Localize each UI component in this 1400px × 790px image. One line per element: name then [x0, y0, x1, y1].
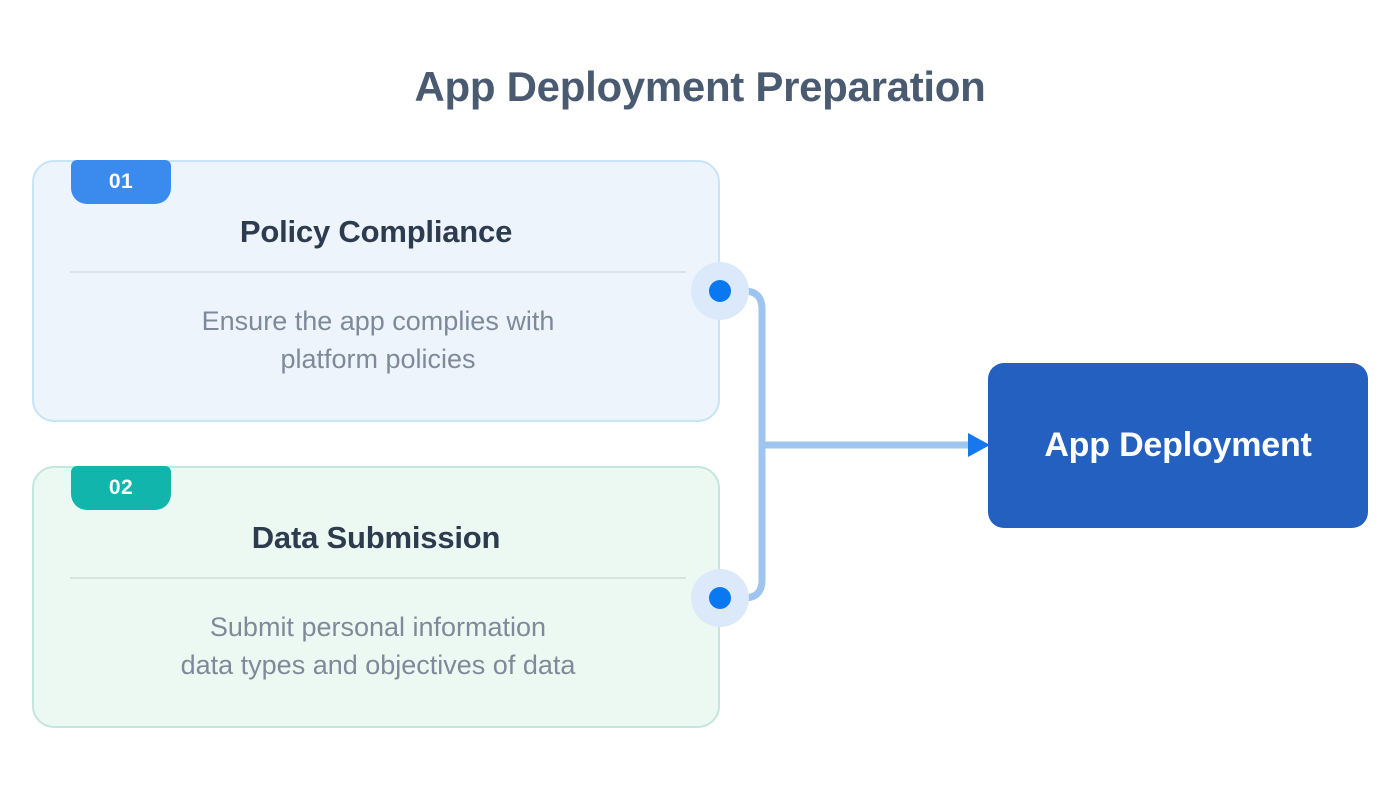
step-card-body-line: Submit personal information: [209, 612, 547, 642]
destination-box-app-deployment[interactable]: App Deployment: [988, 363, 1368, 528]
destination-label: App Deployment: [1044, 426, 1312, 464]
step-card-body-line: platform policies: [280, 344, 476, 374]
step-card-body: Ensure the app complies with platform po…: [62, 302, 694, 378]
step-card-body-line: Ensure the app complies with: [201, 306, 555, 336]
connector-node-step-2: [691, 569, 749, 627]
connector-node-step-1: [691, 262, 749, 320]
step-card-body: Submit personal information data types a…: [62, 608, 694, 684]
card-divider: [70, 271, 686, 273]
step-card-body-line: data types and objectives of data: [180, 650, 576, 680]
step-number-badge: 01: [71, 160, 171, 204]
step-card-title: Policy Compliance: [239, 214, 513, 249]
page-title: App Deployment Preparation: [414, 63, 986, 110]
step-card-title: Data Submission: [251, 520, 501, 555]
step-number-badge: 02: [71, 466, 171, 510]
step-card-data-submission[interactable]: 02 Data Submission Submit personal infor…: [32, 466, 720, 728]
card-divider: [70, 577, 686, 579]
step-card-policy-compliance[interactable]: 01 Policy Compliance Ensure the app comp…: [32, 160, 720, 422]
arrow-head-icon: [968, 433, 990, 457]
